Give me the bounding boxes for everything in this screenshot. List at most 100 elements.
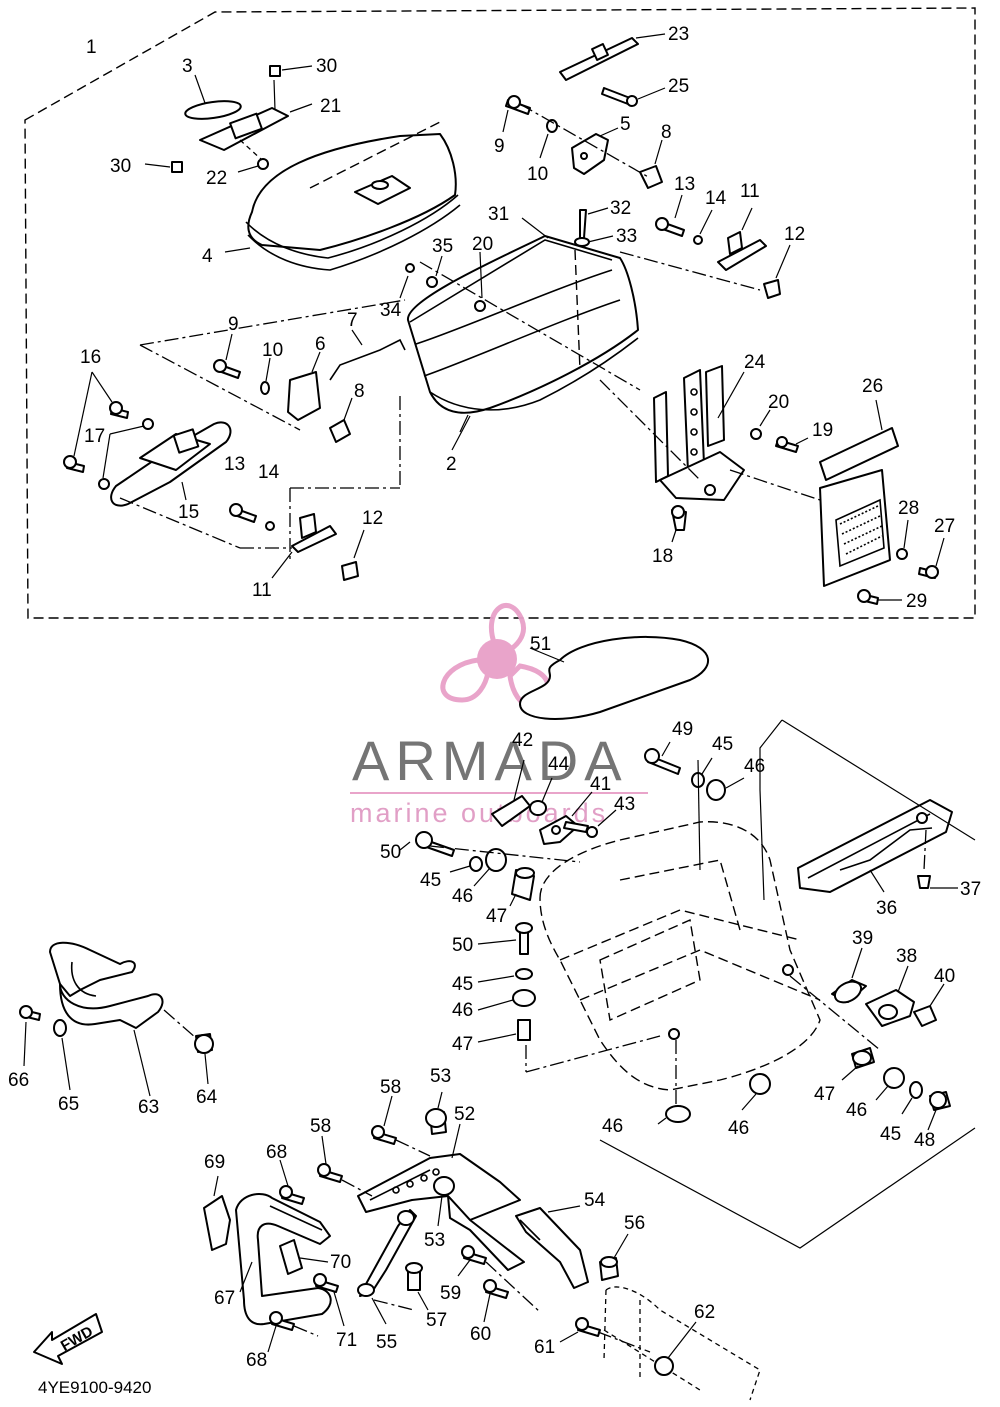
callout-label: 31 <box>488 204 509 225</box>
callout-label: 9 <box>228 314 239 335</box>
support-rail-part <box>797 799 958 893</box>
callout-label: 24 <box>744 352 766 373</box>
callout-label: 58 <box>380 1077 401 1098</box>
callout-label: 50 <box>380 842 401 863</box>
callout-label: 1 <box>86 37 97 58</box>
callout-label: 58 <box>310 1116 331 1137</box>
callout-label: 53 <box>430 1066 451 1087</box>
callout-label: 3 <box>182 56 193 77</box>
callout-label: 55 <box>376 1332 397 1353</box>
saddlebag-lid-part <box>224 121 461 271</box>
left-guard-rail-part <box>19 941 214 1097</box>
callout-label: 5 <box>620 114 631 135</box>
callout-label: 54 <box>584 1190 606 1211</box>
lid-latch-plate-part <box>144 65 313 173</box>
callout-label: 20 <box>472 234 493 255</box>
callout-label: 20 <box>768 392 789 413</box>
stay-bolts-part <box>457 1245 541 1323</box>
callout-labels: 1 2 3 4 5 6 7 8 8 9 9 10 10 11 11 12 12 … <box>8 24 981 1371</box>
callout-label: 68 <box>266 1142 287 1163</box>
callout-label: 46 <box>452 886 473 907</box>
callout-label: 14 <box>705 188 727 209</box>
callout-label: 45 <box>880 1124 901 1145</box>
latch-hook-part <box>491 759 617 845</box>
vertical-bolt-set-part <box>477 922 661 1073</box>
callout-label: 4 <box>202 246 213 267</box>
callout-label: 43 <box>614 794 635 815</box>
saddlebag-case-part <box>399 207 641 433</box>
callout-label: 62 <box>694 1302 715 1323</box>
left-bolt-set-part <box>399 831 581 907</box>
upper-hinge-part <box>502 95 663 189</box>
callout-label: 35 <box>432 236 453 257</box>
callout-label: 57 <box>426 1310 447 1331</box>
callout-label: 61 <box>534 1337 555 1358</box>
callout-label: 19 <box>812 420 833 441</box>
callout-label: 45 <box>452 974 473 995</box>
callout-label: 36 <box>876 898 897 919</box>
callout-label: 63 <box>138 1097 159 1118</box>
callout-label: 18 <box>652 546 673 567</box>
callout-label: 64 <box>196 1087 218 1108</box>
callout-label: 71 <box>336 1330 357 1351</box>
callout-label: 46 <box>452 1000 473 1021</box>
hinge-rod-part <box>559 33 666 107</box>
callout-label: 22 <box>206 168 227 189</box>
forward-direction-icon: FWD <box>33 1313 103 1365</box>
callout-label: 7 <box>347 310 358 331</box>
assembly-group-boundary <box>24 7 976 619</box>
callout-label: 16 <box>80 347 101 368</box>
callout-label: 59 <box>440 1283 461 1304</box>
callout-label: 60 <box>470 1324 491 1345</box>
lower-bracket-part <box>229 487 400 581</box>
callout-label: 28 <box>898 498 919 519</box>
callout-label: 30 <box>110 156 131 177</box>
callout-label: 66 <box>8 1070 29 1091</box>
right-bolt-set-part <box>657 1047 951 1131</box>
watermark-brand: ARMADA <box>352 729 628 792</box>
callout-label: 13 <box>674 174 695 195</box>
rear-mount-bracket-part <box>317 1091 525 1271</box>
callout-label: 21 <box>320 96 341 117</box>
callout-label: 53 <box>424 1230 445 1251</box>
callout-label: 40 <box>934 966 955 987</box>
callout-label: 37 <box>960 879 981 900</box>
upper-bolt-set-part <box>644 741 745 801</box>
callout-label: 13 <box>224 454 245 475</box>
callout-label: 50 <box>452 935 473 956</box>
callout-label: 17 <box>84 426 105 447</box>
diagram-code: 4YE9100-9420 <box>38 1378 151 1397</box>
callout-label: 8 <box>354 381 365 402</box>
callout-label: 51 <box>530 634 551 655</box>
callout-label: 47 <box>814 1084 835 1105</box>
inner-pad-part <box>519 635 709 720</box>
callout-label: 38 <box>896 946 917 967</box>
callout-label: 33 <box>616 226 637 247</box>
callout-label: 56 <box>624 1213 645 1234</box>
link-rod-part <box>357 1209 429 1325</box>
callout-label: 46 <box>728 1118 749 1139</box>
callout-label: 27 <box>934 516 955 537</box>
callout-label: 30 <box>316 56 337 77</box>
lower-hinge-part <box>139 299 406 443</box>
upper-bracket-part <box>619 194 791 299</box>
callout-label: 26 <box>862 376 883 397</box>
callout-label: 10 <box>262 340 283 361</box>
mounting-frame-part <box>599 365 821 543</box>
callout-label: 15 <box>178 502 199 523</box>
callout-label: 25 <box>668 76 689 97</box>
callout-label: 8 <box>661 122 672 143</box>
callout-label: 32 <box>610 198 631 219</box>
callout-label: 65 <box>58 1094 79 1115</box>
side-mount-part <box>831 947 945 1027</box>
callout-label: 45 <box>712 734 733 755</box>
lock-assembly-part <box>63 371 241 549</box>
callout-label: 14 <box>258 462 280 483</box>
callout-label: 9 <box>494 136 505 157</box>
side-guard-part <box>819 399 945 605</box>
armada-logo-icon <box>440 603 551 711</box>
callout-label: 46 <box>846 1100 867 1121</box>
callout-label: 41 <box>590 774 611 795</box>
frame-section-part <box>559 1286 761 1401</box>
